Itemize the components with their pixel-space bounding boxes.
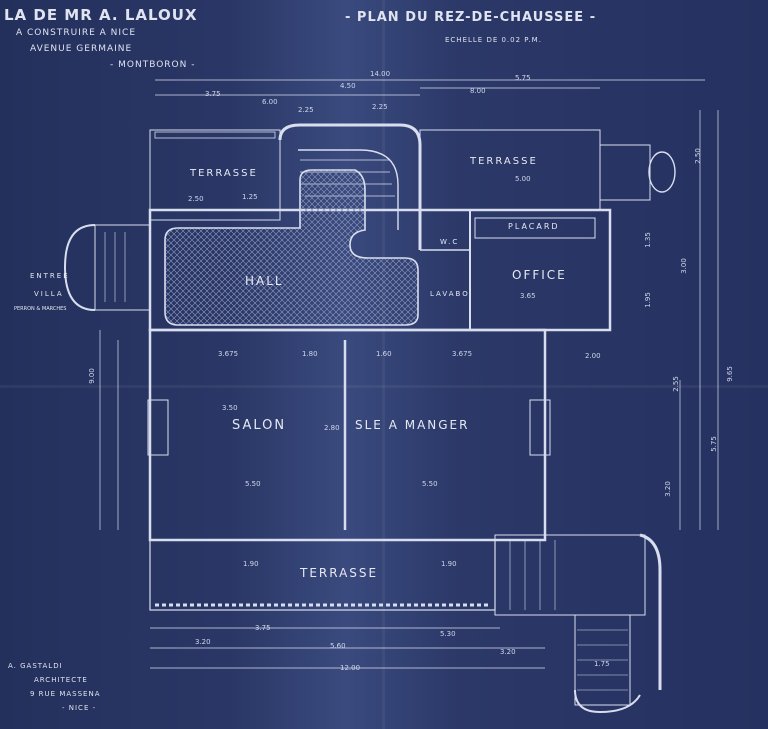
room-salon: Salon	[232, 418, 287, 433]
architect-city: - Nice -	[62, 704, 97, 712]
dim-1-90-a: 1.90	[243, 560, 259, 568]
title-client: La de Mr A. Laloux	[4, 6, 198, 24]
dim-1-60: 1.60	[376, 350, 392, 358]
dim-5-75-v: 5.75	[709, 436, 718, 452]
dim-2-00: 2.00	[585, 352, 601, 360]
dim-3-675-a: 3.675	[218, 350, 239, 358]
dim-3-20-a: 3.20	[195, 638, 211, 646]
room-terrasse-s: Terrasse	[300, 566, 379, 580]
architect-address: 9 Rue Massena	[30, 690, 101, 698]
dim-1-25: 1.25	[242, 193, 258, 201]
dim-1-80: 1.80	[302, 350, 318, 358]
dim-1-95: 1.95	[643, 292, 652, 308]
dim-3-75-b: 3.75	[255, 624, 271, 632]
dim-5-00: 5.00	[515, 175, 531, 183]
architect-title: Architecte	[34, 676, 88, 684]
dim-5-60: 5.60	[330, 642, 346, 650]
dim-overall-top: 14.00	[370, 70, 391, 78]
dim-3-20-b: 3.20	[500, 648, 516, 656]
room-terrasse-ne: Terrasse	[470, 156, 538, 167]
fold-line-horizontal	[0, 385, 768, 388]
dim-5-30: 5.30	[440, 630, 456, 638]
title-location: A construire a Nice	[16, 28, 136, 38]
plan-title: - Plan du Rez-de-Chaussee -	[345, 10, 597, 25]
room-salle-a-manger: Sle a Manger	[355, 418, 470, 432]
dim-3-00: 3.00	[679, 258, 688, 274]
dim-5-75: 5.75	[515, 74, 531, 82]
room-lavabo: Lavabo	[430, 290, 470, 298]
dim-1-90-b: 1.90	[441, 560, 457, 568]
room-terrasse-nw: Terrasse	[190, 168, 258, 179]
dim-3-675-b: 3.675	[452, 350, 473, 358]
dim-9-00: 9.00	[87, 368, 96, 384]
fold-line-vertical	[382, 0, 385, 729]
dim-3-20-v: 3.20	[663, 481, 672, 497]
dim-2-80: 2.80	[324, 424, 340, 432]
dim-1-35: 1.35	[643, 232, 652, 248]
dim-9-65: 9.65	[725, 366, 734, 382]
plan-walls	[63, 79, 719, 714]
label-perron: Perron & marches	[14, 306, 67, 312]
dim-8-00: 8.00	[470, 87, 486, 95]
dim-2-25-a: 2.25	[298, 106, 314, 114]
title-avenue: Avenue Germaine	[30, 44, 133, 54]
title-district: - Montboron -	[110, 60, 196, 70]
architect-name: A. Gastaldi	[8, 662, 63, 670]
room-placard: Placard	[508, 222, 560, 231]
dim-5-50-a: 5.50	[245, 480, 261, 488]
dim-3-65: 3.65	[520, 292, 536, 300]
label-villa: Villa	[34, 290, 64, 298]
plan-scale: Echelle de 0.02 p.m.	[445, 36, 542, 44]
dim-2-25-b: 2.25	[372, 103, 388, 111]
dim-2-55: 2.55	[671, 376, 680, 392]
dim-4-50: 4.50	[340, 82, 356, 90]
dim-12-00: 12.00	[340, 664, 361, 672]
dim-6-00: 6.00	[262, 98, 278, 106]
room-hall: Hall	[245, 274, 284, 288]
room-office: Office	[512, 268, 567, 282]
dim-5-50-b: 5.50	[422, 480, 438, 488]
dim-3-50: 3.50	[222, 404, 238, 412]
dim-3-75: 3.75	[205, 90, 221, 98]
dim-2-50: 2.50	[188, 195, 204, 203]
dim-2-50-v: 2.50	[693, 148, 702, 164]
label-entree: Entree	[30, 272, 70, 280]
room-wc: W.C	[440, 238, 460, 246]
hall-floor-hatch	[164, 169, 419, 326]
dim-1-75: 1.75	[594, 660, 610, 668]
